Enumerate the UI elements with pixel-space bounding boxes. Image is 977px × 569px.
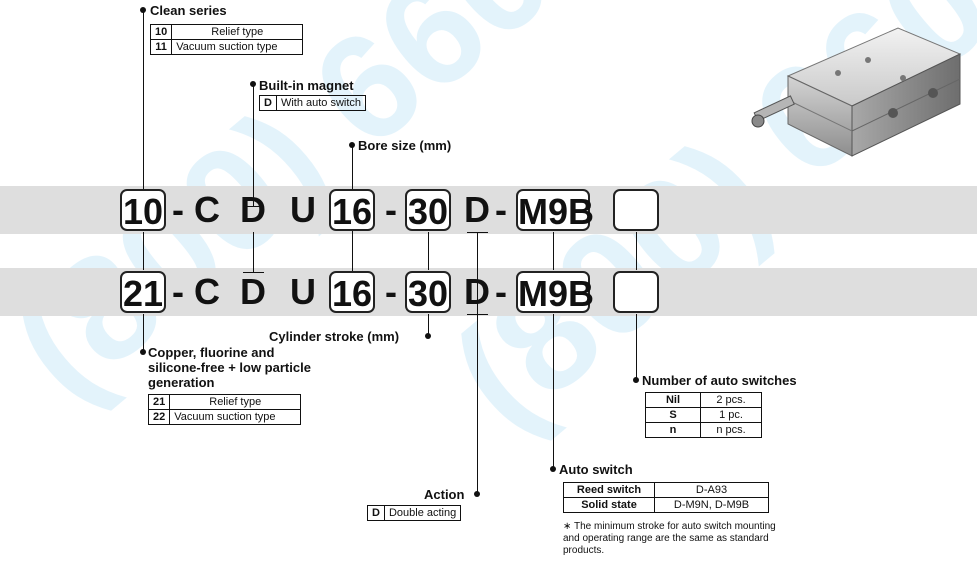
option-code: 10 bbox=[149, 24, 173, 40]
code2-stroke-box: 30 bbox=[405, 271, 451, 314]
switch-model: D-M9N, D-M9B bbox=[654, 497, 769, 513]
code1-action: D bbox=[464, 189, 490, 230]
leader-num-switches-mid bbox=[636, 232, 637, 270]
built-in-magnet-title: Built-in magnet bbox=[259, 78, 354, 93]
leader-auto-switch-mid bbox=[553, 232, 554, 270]
leader-clean-to-copper bbox=[143, 232, 144, 270]
dot-action bbox=[474, 491, 480, 497]
code2-magnet: D bbox=[240, 271, 266, 312]
code1-bore-box: 16 bbox=[329, 189, 375, 232]
code1-dash-a: - bbox=[385, 189, 397, 230]
leader-stroke-mid bbox=[428, 232, 429, 270]
code2-count-box bbox=[613, 271, 659, 313]
leader-auto-switch bbox=[553, 314, 554, 469]
code2-action: D bbox=[464, 271, 490, 312]
option-desc: Relief type bbox=[169, 394, 302, 410]
code2-u: U bbox=[290, 271, 316, 312]
option-code: 11 bbox=[149, 39, 173, 55]
option-code: S bbox=[645, 407, 701, 423]
switch-type: Reed switch bbox=[563, 482, 655, 498]
option-desc: With auto switch bbox=[275, 95, 367, 111]
switch-type: Solid state bbox=[563, 497, 655, 513]
option-desc: Relief type bbox=[171, 24, 304, 40]
dot-stroke bbox=[425, 333, 431, 339]
code1-stroke-box: 30 bbox=[405, 189, 451, 232]
option-code: 22 bbox=[147, 409, 171, 425]
option-desc: Vacuum suction type bbox=[169, 409, 302, 425]
option-desc: Vacuum suction type bbox=[171, 39, 304, 55]
code2-switch-box: M9B bbox=[516, 271, 595, 314]
switch-model: D-A93 bbox=[654, 482, 769, 498]
code1-count-box bbox=[613, 189, 659, 231]
option-code: 21 bbox=[147, 394, 171, 410]
cylinder-stroke-title: Cylinder stroke (mm) bbox=[269, 329, 400, 344]
dot-copper-free bbox=[140, 349, 146, 355]
code1-series-box: 10 bbox=[120, 189, 166, 232]
option-desc: 2 pcs. bbox=[700, 392, 762, 408]
clean-series-title: Clean series bbox=[150, 3, 227, 18]
option-code: n bbox=[645, 422, 701, 438]
tick-action-top bbox=[467, 232, 488, 233]
leader-magnet-mid bbox=[253, 232, 254, 272]
code2-series-box: 21 bbox=[120, 271, 166, 314]
leader-clean-series bbox=[143, 10, 144, 189]
option-desc: Double acting bbox=[383, 505, 462, 521]
code2-dash-b: - bbox=[495, 271, 507, 312]
option-code: Nil bbox=[645, 392, 701, 408]
code2-bore-box: 16 bbox=[329, 271, 375, 314]
tick-action-bottom bbox=[467, 314, 488, 315]
dot-num-switches bbox=[633, 377, 639, 383]
code1-switch-box: M9B bbox=[516, 189, 595, 232]
dot-auto-switch bbox=[550, 466, 556, 472]
option-code: D bbox=[259, 95, 277, 111]
copper-free-title: Copper, fluorine and silicone-free + low… bbox=[148, 345, 311, 390]
option-desc: 1 pc. bbox=[700, 407, 762, 423]
dot-magnet bbox=[250, 81, 256, 87]
leader-magnet-top bbox=[253, 84, 254, 206]
leader-copper-free bbox=[143, 314, 144, 352]
dot-clean-series bbox=[140, 7, 146, 13]
auto-switch-title: Auto switch bbox=[559, 462, 633, 477]
tick-magnet-top bbox=[243, 206, 264, 207]
action-title: Action bbox=[424, 487, 465, 502]
num-switches-title: Number of auto switches bbox=[642, 373, 797, 388]
bore-size-title: Bore size (mm) bbox=[358, 138, 452, 153]
auto-switch-note: ∗ The minimum stroke for auto switch mou… bbox=[563, 521, 776, 556]
leader-action bbox=[477, 232, 478, 494]
code1-u: U bbox=[290, 189, 316, 230]
code2-dash-c: - C bbox=[172, 271, 220, 312]
option-code: D bbox=[367, 505, 385, 521]
leader-stroke-bottom bbox=[428, 314, 429, 336]
code1-dash-c: - C bbox=[172, 189, 220, 230]
dot-bore-size bbox=[349, 142, 355, 148]
code1-dash-b: - bbox=[495, 189, 507, 230]
code1-magnet: D bbox=[240, 189, 266, 230]
code2-dash-a: - bbox=[385, 271, 397, 312]
option-desc: n pcs. bbox=[700, 422, 762, 438]
cylinder-photo bbox=[751, 27, 962, 157]
tick-magnet-bottom bbox=[243, 272, 264, 273]
leader-num-switches bbox=[636, 314, 637, 380]
